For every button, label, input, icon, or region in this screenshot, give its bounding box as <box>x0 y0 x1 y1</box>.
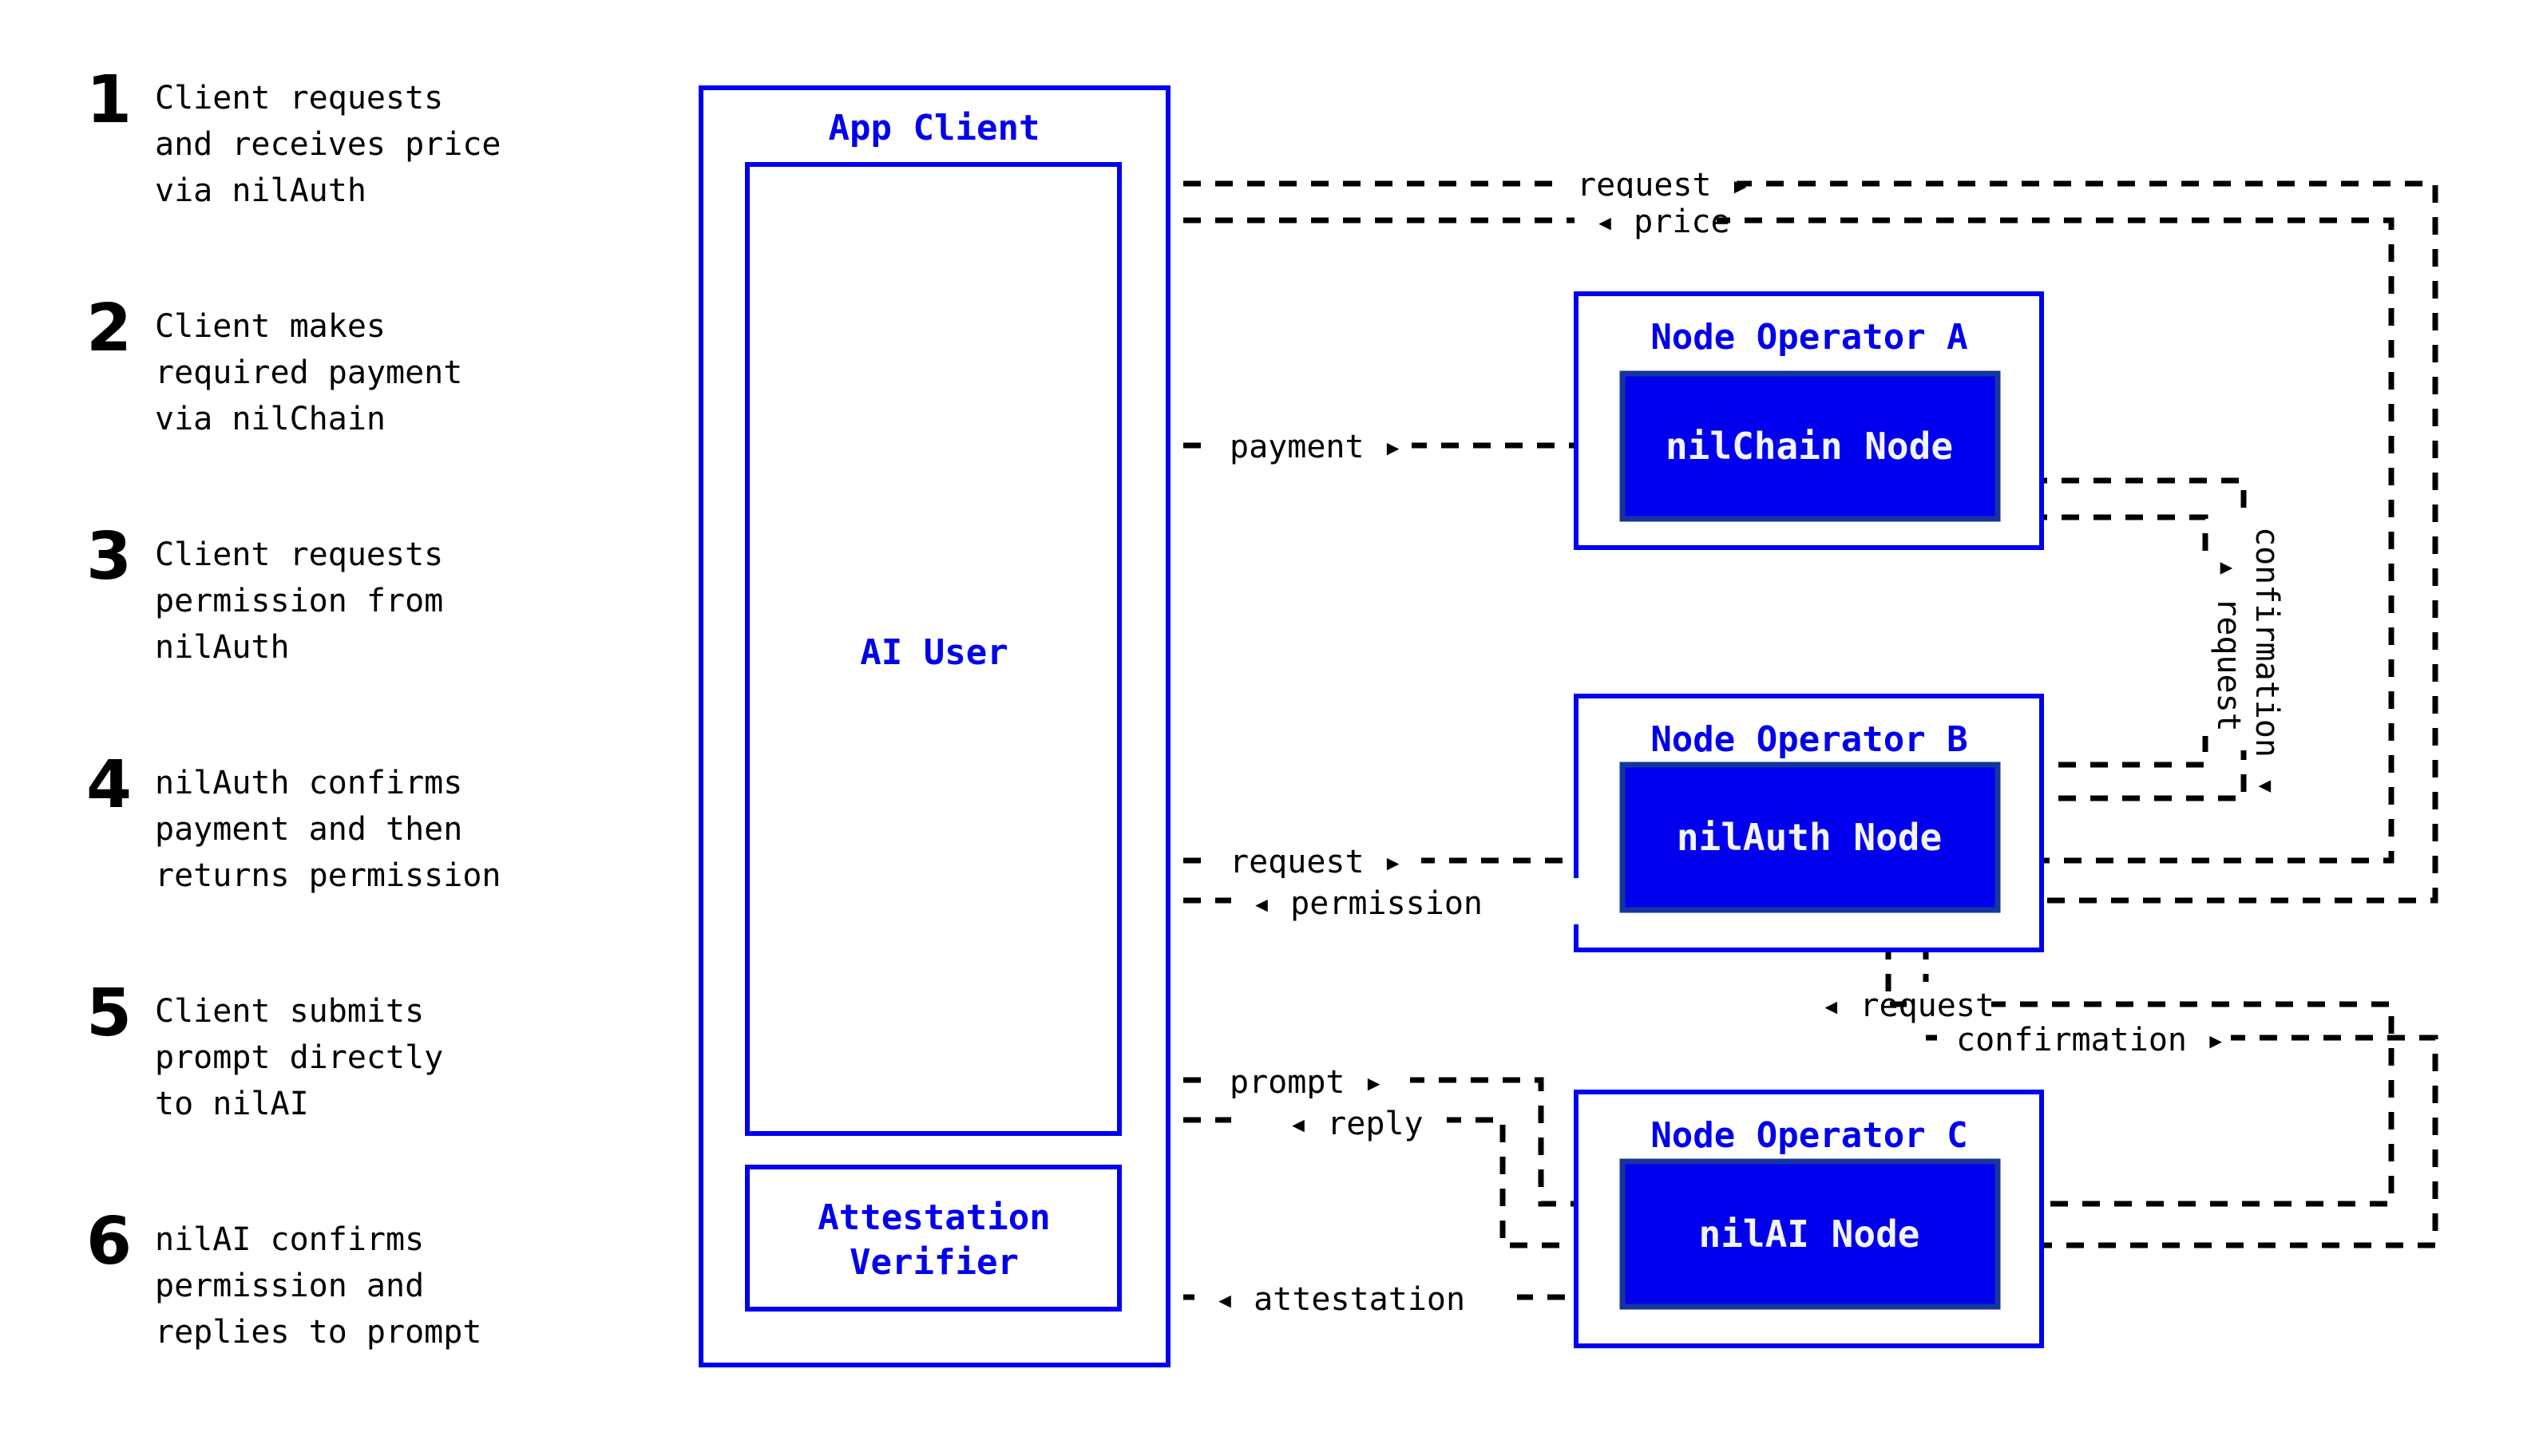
edge-label-attestation: ◂ attestation <box>1215 1281 1465 1318</box>
legend-step-1-text: Client requests and receives price via n… <box>155 80 501 209</box>
node-operator-c-title: Node Operator C <box>1650 1115 1967 1156</box>
legend-step-1-number: 1 <box>86 62 132 138</box>
edge-label-price: ◂ price <box>1595 204 1730 240</box>
edge-label-request-auth: request ▸ <box>1230 844 1403 880</box>
edge-label-confirmation-vertical: confirmation ▾ <box>2248 527 2285 796</box>
ai-user-box[interactable] <box>745 162 1122 1136</box>
edge-label-payment: payment ▸ <box>1230 429 1403 465</box>
legend-step-3: 3 Client requests permission from nilAut… <box>86 519 444 671</box>
nilauth-node-label: nilAuth Node <box>1677 816 1942 859</box>
legend-step-4-text: nilAuth confirms payment and then return… <box>155 765 501 894</box>
legend-step-2-text: Client makes required payment via nilCha… <box>155 308 463 437</box>
edge-request-ai-line <box>1885 910 2394 1207</box>
legend-step-6-text: nilAI confirms permission and replies to… <box>155 1221 482 1351</box>
legend-step-6: 6 nilAI confirms permission and replies … <box>86 1204 482 1355</box>
ai-user-label: AI User <box>860 632 1008 673</box>
edge-confirmation-ai-line <box>1923 910 2438 1248</box>
edge-label-reply: ◂ reply <box>1289 1106 1424 1142</box>
attestation-verifier-box[interactable] <box>745 1165 1122 1312</box>
legend-step-5: 5 Client submits prompt directly to nilA… <box>86 975 444 1127</box>
nilchain-node-label: nilChain Node <box>1666 425 1953 468</box>
legend-step-6-number: 6 <box>86 1204 132 1280</box>
edge-request-top-line <box>1119 180 2438 904</box>
legend-step-3-text: Client requests permission from nilAuth <box>155 536 444 666</box>
legend-step-1: 1 Client requests and receives price via… <box>86 62 501 214</box>
edge-label-permission: ◂ permission <box>1252 885 1483 922</box>
app-client-title: App Client <box>829 108 1040 148</box>
node-operator-b-title: Node Operator B <box>1650 719 1967 760</box>
nilai-node-box[interactable] <box>1619 1158 2001 1310</box>
node-operator-a-title: Node Operator A <box>1650 317 1967 358</box>
legend-step-5-number: 5 <box>86 975 132 1051</box>
edge-label-confirmation-ai: confirmation ▸ <box>1956 1022 2225 1058</box>
legend-step-4: 4 nilAuth confirms payment and then retu… <box>86 747 501 899</box>
legend-steps-list: 1 Client requests and receives price via… <box>0 0 687 1456</box>
edge-label-request-top: request ▸ <box>1577 167 1750 204</box>
legend-step-3-number: 3 <box>86 519 132 595</box>
legend-step-2: 2 Client makes required payment via nilC… <box>86 291 463 442</box>
nilai-node-label: nilAI Node <box>1699 1213 1920 1256</box>
edge-request-vertical-line <box>1998 514 2208 768</box>
attestation-verifier-label-line1: Attestation <box>818 1197 1050 1238</box>
edge-labels: request ▸ ◂ price payment ▸ confirmation… <box>1194 160 2285 1320</box>
edge-label-prompt: prompt ▸ <box>1230 1064 1384 1101</box>
edge-label-request-vertical: ▴ request <box>2210 559 2247 732</box>
attestation-verifier-label-line2: Verifier <box>850 1242 1019 1283</box>
nilauth-node-box[interactable] <box>1619 762 2001 913</box>
nilchain-node-box[interactable] <box>1619 370 2001 522</box>
legend-step-5-text: Client submits prompt directly to nilAI <box>155 993 444 1122</box>
edge-price-line <box>1119 217 2394 864</box>
legend-step-4-number: 4 <box>86 747 132 823</box>
legend-step-2-number: 2 <box>86 291 132 366</box>
